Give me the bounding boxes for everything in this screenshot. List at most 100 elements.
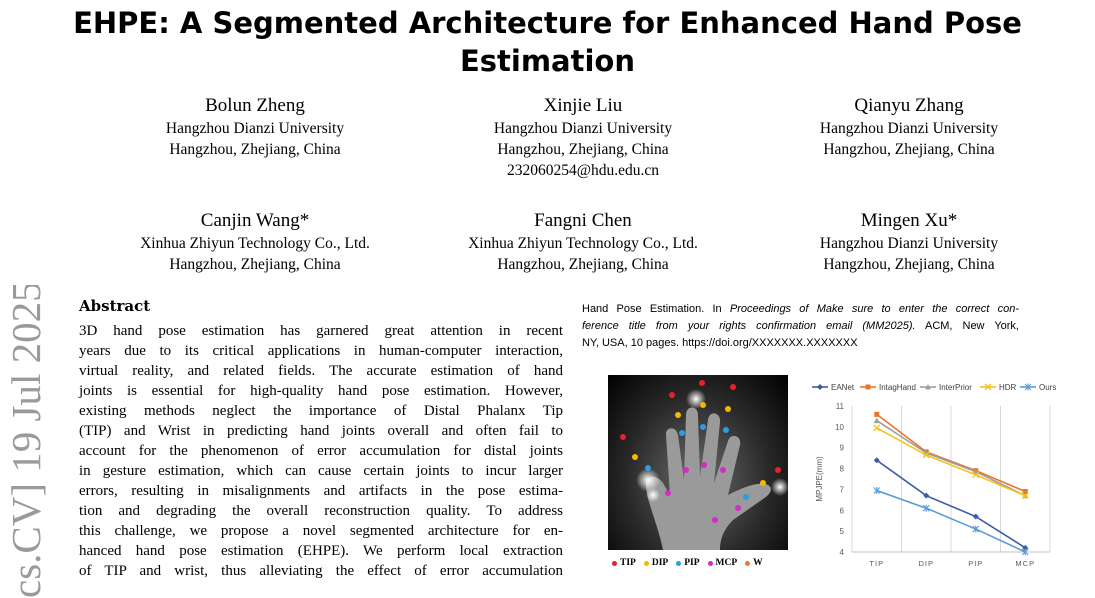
chart-point bbox=[1022, 544, 1029, 551]
author-block: Bolun Zheng Hangzhou Dianzi University H… bbox=[105, 94, 405, 160]
chart-y-axis-label: MPJPE(mm) bbox=[815, 456, 824, 502]
legend-dot-icon bbox=[676, 560, 682, 566]
author-email[interactable]: 232060254@hdu.edu.cn bbox=[506, 162, 660, 179]
chart-series-line bbox=[876, 459, 1026, 549]
abstract-line: existing methods neglect the importance … bbox=[79, 403, 563, 419]
chart-point bbox=[873, 457, 880, 464]
chart-point bbox=[873, 424, 881, 432]
hand-illustration bbox=[620, 380, 788, 550]
hand-legend-label: PIP bbox=[684, 558, 700, 568]
chart-y-tick-label: 4 bbox=[840, 548, 845, 557]
author-affiliation: Hangzhou Dianzi University bbox=[819, 235, 999, 252]
chart-point bbox=[817, 384, 823, 390]
chart-point bbox=[1022, 489, 1028, 495]
paper-title-line-2: Estimation bbox=[459, 44, 636, 78]
chart-point bbox=[873, 486, 881, 494]
chart-series-line bbox=[876, 419, 1026, 497]
chart-legend-label: HDR bbox=[999, 383, 1017, 392]
chart-point bbox=[925, 384, 931, 390]
chart-series-line bbox=[876, 427, 1026, 497]
hand-silhouette bbox=[645, 407, 771, 550]
chart-y-tick-label: 11 bbox=[836, 402, 845, 411]
chart-x-tick-label: TIP bbox=[869, 559, 884, 568]
hand-legend-label: DIP bbox=[651, 558, 669, 568]
chart-point bbox=[1024, 383, 1032, 391]
chart-legend-label: InterPrior bbox=[939, 383, 972, 392]
reference-venue: ference title from your rights confirmat… bbox=[582, 320, 916, 332]
author-name: Qianyu Zhang bbox=[854, 95, 964, 116]
chart-y-tick-label: 5 bbox=[840, 527, 845, 536]
author-block: Fangni Chen Xinhua Zhiyun Technology Co.… bbox=[433, 209, 733, 275]
arxiv-stamp: cs.CV] 19 Jul 2025 bbox=[0, 285, 50, 598]
chart-legend-label: IntagHand bbox=[879, 383, 916, 392]
author-location: Hangzhou, Zhejiang, China bbox=[169, 256, 341, 273]
chart-point bbox=[922, 504, 930, 512]
author-affiliation: Xinhua Zhiyun Technology Co., Ltd. bbox=[468, 235, 698, 252]
author-affiliation: Hangzhou Dianzi University bbox=[165, 120, 345, 137]
author-block: Xinjie Liu Hangzhou Dianzi University Ha… bbox=[433, 94, 733, 181]
hand-legend-item: TIP bbox=[612, 558, 636, 568]
chart-x-tick-label: PIP bbox=[968, 559, 983, 568]
legend-dot-icon bbox=[612, 560, 617, 566]
chart-legend-label: EANet bbox=[831, 383, 855, 392]
chart-x-tick-label: MCP bbox=[1015, 559, 1035, 568]
abstract-line: hanced hand pose estimation (EHPE). We p… bbox=[79, 543, 563, 559]
chart-series-line bbox=[876, 413, 1026, 493]
chart-point bbox=[1021, 492, 1029, 500]
legend-dot-icon bbox=[707, 560, 713, 566]
chart-point bbox=[972, 471, 980, 479]
chart-y-tick-label: 7 bbox=[840, 485, 845, 494]
chart-y-tick-label: 6 bbox=[840, 506, 845, 515]
author-block: Qianyu Zhang Hangzhou Dianzi University … bbox=[759, 94, 1059, 160]
legend-dot-icon bbox=[745, 560, 751, 566]
chart-point bbox=[923, 492, 930, 499]
joint-markers bbox=[620, 380, 781, 523]
hand-legend: TIP DIP PIP MCP W bbox=[612, 558, 763, 568]
abstract-line: in gesture estimation, which can cause c… bbox=[79, 463, 563, 479]
reference-line-1: Hand Pose Estimation. In Proceedings of … bbox=[582, 302, 1019, 317]
author-name: Mingen Xu* bbox=[860, 210, 958, 231]
chart-y-tick-label: 10 bbox=[835, 423, 844, 432]
author-affiliation: Xinhua Zhiyun Technology Co., Ltd. bbox=[140, 235, 370, 252]
arxiv-stamp-text: cs.CV] 19 Jul 2025 bbox=[3, 285, 49, 598]
abstract-line: 3D hand pose estimation has garnered gre… bbox=[79, 323, 563, 339]
chart-point bbox=[972, 513, 979, 520]
abstract-heading: Abstract bbox=[79, 297, 151, 315]
author-affiliation: Hangzhou Dianzi University bbox=[493, 120, 673, 137]
paper-title: EHPE: A Segmented Architecture for Enhan… bbox=[0, 4, 1095, 80]
hand-legend-label: TIP bbox=[620, 558, 636, 568]
chart-point bbox=[1021, 548, 1029, 556]
reference-line-2: ference title from your rights confirmat… bbox=[582, 319, 1019, 334]
chart-x-tick-label: DIP bbox=[918, 559, 934, 568]
abstract-line: this challenge, we propose a novel segme… bbox=[79, 523, 563, 539]
reference-line-3[interactable]: NY, USA, 10 pages. https://doi.org/XXXXX… bbox=[582, 337, 858, 349]
hand-legend-item: PIP bbox=[676, 558, 700, 568]
author-block: Mingen Xu* Hangzhou Dianzi University Ha… bbox=[759, 209, 1059, 275]
hand-legend-label: W bbox=[753, 558, 763, 568]
abstract-line: of TIP and wrist, thus alleviating the e… bbox=[79, 563, 563, 579]
reference-venue: Proceedings of Make sure to enter the co… bbox=[729, 303, 1019, 315]
hand-legend-label: MCP bbox=[715, 558, 738, 568]
author-affiliation: Hangzhou Dianzi University bbox=[819, 120, 999, 137]
chart-point bbox=[865, 384, 871, 390]
chart-point bbox=[984, 383, 992, 391]
chart-point bbox=[874, 411, 880, 417]
author-name: Fangni Chen bbox=[534, 210, 632, 231]
hand-legend-item: MCP bbox=[707, 558, 738, 568]
chart-y-tick-label: 9 bbox=[840, 444, 845, 453]
author-location: Hangzhou, Zhejiang, China bbox=[497, 141, 669, 158]
abstract-line: account for the phenomenon of error accu… bbox=[79, 443, 563, 459]
author-location: Hangzhou, Zhejiang, China bbox=[497, 256, 669, 273]
hand-keypoint-image bbox=[608, 375, 788, 550]
author-location: Hangzhou, Zhejiang, China bbox=[823, 256, 995, 273]
chart-point bbox=[873, 417, 880, 424]
chart-y-tick-label: 8 bbox=[840, 465, 845, 474]
chart-series-line bbox=[876, 489, 1026, 553]
abstract-line: joints is essential for high-quality han… bbox=[79, 383, 563, 399]
chart-point bbox=[972, 525, 980, 533]
chart-legend-label: Ours bbox=[1039, 383, 1056, 392]
abstract-line: (TIP) and Wrist in predicting hand joint… bbox=[79, 423, 563, 439]
author-name: Canjin Wang* bbox=[200, 210, 310, 231]
abstract-line: tion and degrading the overall reconstru… bbox=[79, 503, 563, 519]
